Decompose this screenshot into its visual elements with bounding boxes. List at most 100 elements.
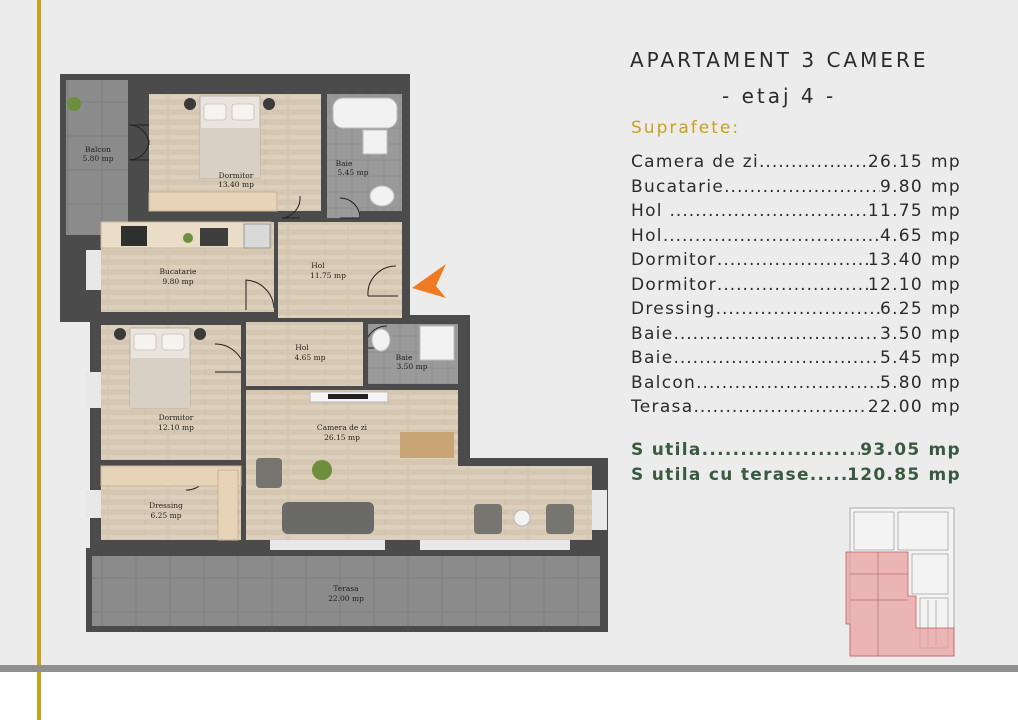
- room-area-terasa: 22.00 mp: [328, 594, 364, 603]
- dining-table: [400, 432, 454, 458]
- floor-subtitle: - etaj 4 -: [722, 84, 837, 108]
- area-row: Bucatarie 9.80 mp: [631, 177, 961, 202]
- area-name: Bucatarie: [631, 176, 725, 197]
- room-label-baie-1: Baie: [336, 159, 353, 168]
- area-value: 5.45: [879, 348, 924, 368]
- key-plan-thumbnail: [845, 507, 955, 657]
- room-hol-2: [246, 322, 363, 386]
- area-value: 4.65: [879, 225, 924, 246]
- shower: [419, 325, 455, 361]
- plant-icon: [312, 460, 332, 480]
- room-area-dormitor-2: 12.10 mp: [158, 423, 194, 432]
- washbasin: [362, 129, 388, 155]
- area-name: Hol: [631, 201, 670, 221]
- window: [86, 372, 101, 408]
- room-area-baie-2: 3.50 mp: [397, 362, 428, 371]
- room-label-hol-1: Hol: [311, 261, 325, 270]
- bottom-strip: [0, 672, 1018, 720]
- area-unit: mp: [931, 201, 961, 221]
- area-unit: mp: [931, 152, 961, 172]
- area-unit: mp: [931, 397, 961, 417]
- dressing-shelf: [100, 465, 242, 487]
- area-unit: mp: [931, 299, 961, 319]
- bed-dormitor-2: [114, 327, 206, 409]
- total-value: 120.85: [847, 465, 921, 485]
- room-hol-1: [278, 222, 402, 318]
- area-row: Balcon 5.80 mp: [631, 373, 961, 398]
- area-unit: mp: [931, 176, 961, 197]
- area-unit: mp: [931, 372, 961, 393]
- room-area-bucatarie: 9.80 mp: [163, 277, 194, 286]
- plant-icon: [67, 97, 81, 111]
- total-row: S utila 93.05 mp: [631, 440, 961, 465]
- room-label-baie-2: Baie: [396, 353, 413, 362]
- sofa: [282, 502, 374, 534]
- area-unit: mp: [931, 323, 961, 344]
- room-area-balcon: 5.80 mp: [83, 154, 114, 163]
- window: [592, 490, 607, 530]
- total-unit: mp: [928, 465, 961, 485]
- toilet: [369, 185, 395, 207]
- plant-icon: [183, 233, 193, 243]
- interior-walls: [101, 80, 458, 545]
- room-label-dormitor-2: Dormitor: [159, 413, 194, 422]
- area-name: Baie: [631, 323, 674, 344]
- area-unit: mp: [931, 225, 961, 246]
- area-unit: mp: [931, 250, 961, 270]
- room-area-hol-1: 11.75 mp: [310, 271, 346, 280]
- armchair: [546, 504, 574, 534]
- room-label-dressing: Dressing: [149, 501, 183, 510]
- bathtub: [332, 97, 398, 129]
- area-name: Dormitor: [631, 250, 717, 270]
- bottom-grey-band: [0, 665, 1018, 672]
- area-name: Dormitor: [631, 274, 717, 295]
- area-value: 3.50: [879, 323, 924, 344]
- side-table: [513, 509, 531, 527]
- gold-vertical-rule: [37, 0, 41, 720]
- armchair: [256, 458, 282, 488]
- wardrobe: [148, 191, 278, 212]
- area-value: 22.00: [867, 397, 924, 417]
- room-area-hol-2: 4.65 mp: [295, 353, 326, 362]
- window: [86, 490, 101, 518]
- area-value: 6.25: [879, 299, 924, 319]
- room-label-balcon: Balcon: [85, 145, 111, 154]
- room-label-terasa: Terasa: [333, 584, 359, 593]
- area-row: Dressing 6.25 mp: [631, 299, 961, 324]
- gold-vertical-rule-bottom: [37, 672, 41, 720]
- areas-list: Camera de zi 26.15 mp Bucatarie 9.80 mp Hol …: [631, 152, 961, 422]
- room-area-dormitor-1: 13.40 mp: [218, 180, 254, 189]
- area-name: Balcon: [631, 372, 697, 393]
- total-name: S utila: [631, 440, 702, 460]
- area-row: Terasa 22.00 mp: [631, 397, 961, 422]
- area-name: Dressing: [631, 299, 716, 319]
- window: [86, 250, 101, 290]
- room-label-camera-de-zi: Camera de zi: [317, 423, 368, 432]
- entrance-arrow-icon: [412, 264, 446, 298]
- area-value: 5.80: [879, 372, 924, 393]
- area-value: 26.15: [867, 152, 924, 172]
- room-terasa: [92, 556, 600, 626]
- terrace-door: [270, 540, 385, 550]
- bed-dormitor-1: [184, 95, 275, 179]
- area-name: Terasa: [631, 397, 694, 417]
- total-unit: mp: [928, 440, 961, 460]
- room-label-hol-2: Hol: [295, 343, 309, 352]
- area-unit: mp: [931, 274, 961, 295]
- key-plan-highlight: [845, 551, 955, 657]
- area-row: Baie 3.50 mp: [631, 324, 961, 349]
- total-value: 93.05: [860, 440, 921, 460]
- area-name: Hol: [631, 225, 663, 246]
- area-value: 9.80: [879, 176, 924, 197]
- armchair: [474, 504, 502, 534]
- area-name: Camera de zi: [631, 152, 760, 172]
- area-value: 12.10: [867, 274, 924, 295]
- room-label-dormitor-1: Dormitor: [219, 171, 254, 180]
- terrace-door: [420, 540, 570, 550]
- area-unit: mp: [931, 348, 961, 368]
- room-area-baie-1: 5.45 mp: [338, 168, 369, 177]
